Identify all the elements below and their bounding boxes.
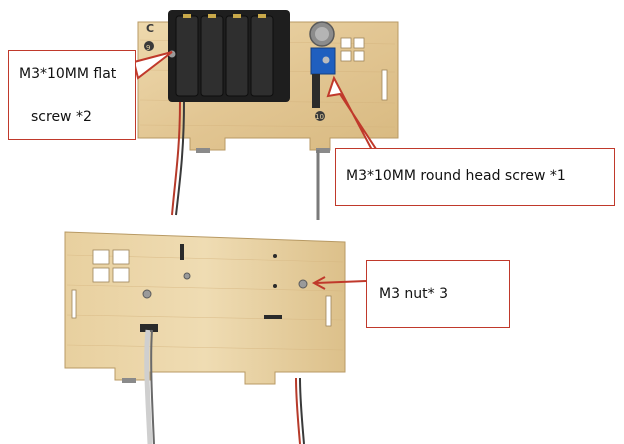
battery-case — [168, 10, 290, 102]
arrow-flat-screw — [132, 51, 173, 80]
callout-round-screw-text: M3*10MM round head screw *1 — [346, 168, 566, 184]
callout-nut: M3 nut* 3 — [366, 260, 510, 328]
board-number-left: 9 — [146, 44, 150, 52]
callout-flat-screw-line1: M3*10MM flat — [19, 66, 117, 82]
bottom-board — [64, 231, 346, 444]
top-board: C 9 10 — [137, 10, 399, 220]
callout-flat-screw-line2: screw *2 — [31, 109, 92, 125]
window-cutout-icon — [340, 37, 365, 62]
board-letter-marker: C — [146, 22, 154, 35]
callout-nut-text: M3 nut* 3 — [379, 286, 449, 302]
board-number-right: 10 — [315, 113, 324, 121]
window-cutout-icon-bottom — [92, 249, 130, 283]
arrow-nut — [311, 276, 367, 290]
callout-flat-screw: M3*10MM flat screw *2 — [8, 50, 136, 140]
callout-round-screw: M3*10MM round head screw *1 — [335, 148, 615, 206]
sensor-module — [309, 21, 336, 108]
